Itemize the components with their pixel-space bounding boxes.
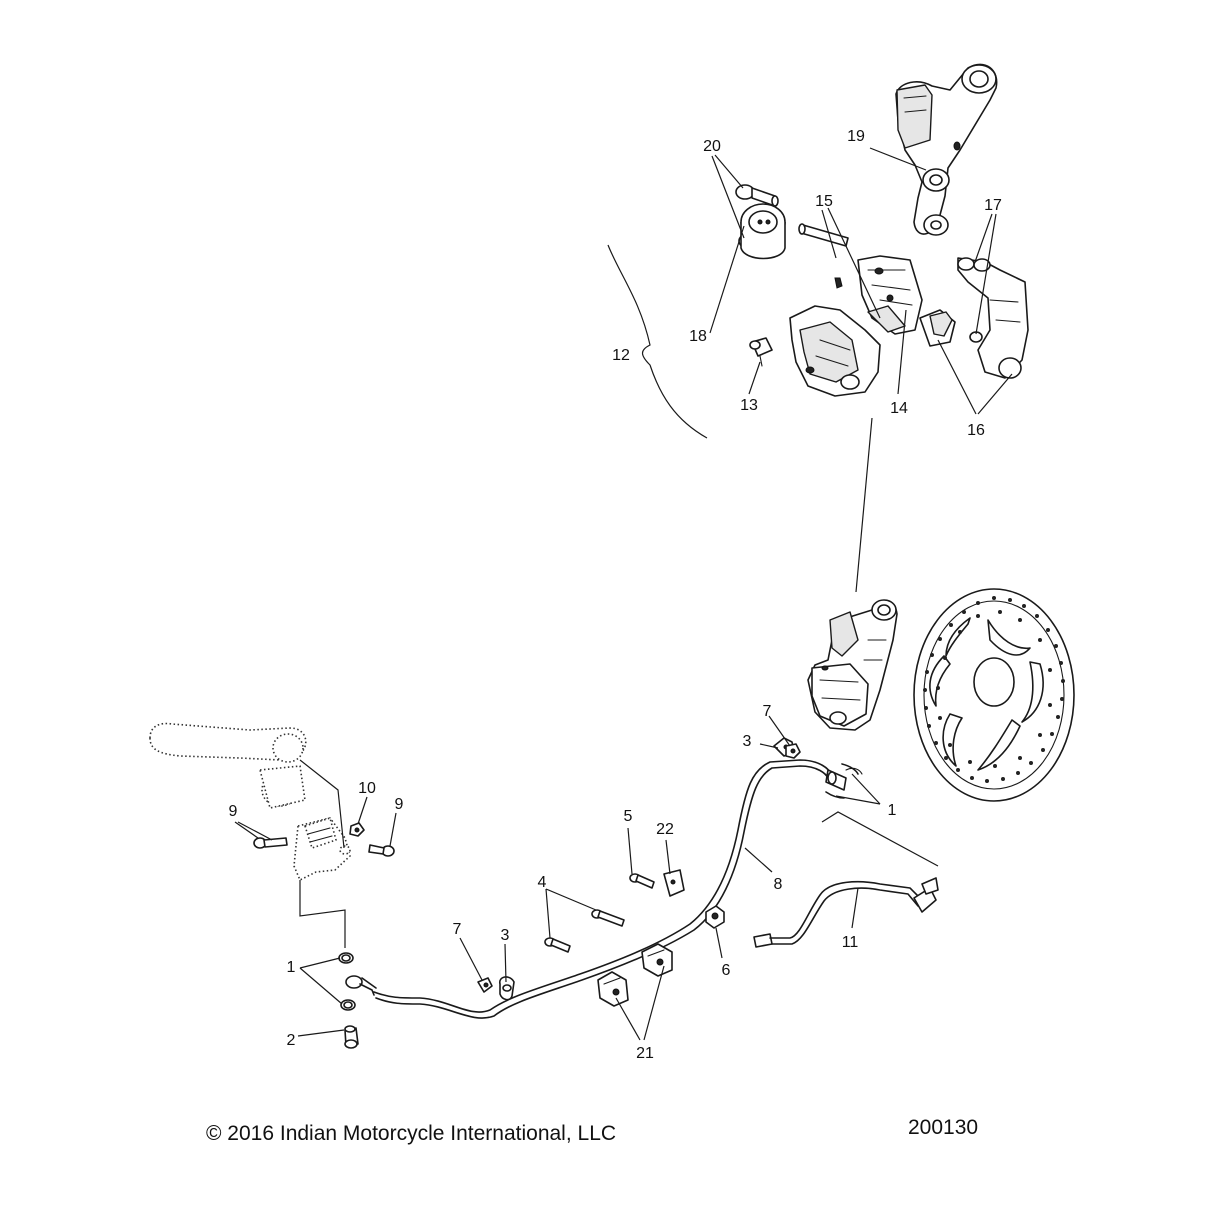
callout-6: 6	[722, 962, 731, 979]
drawing-number: 200130	[908, 1116, 979, 1139]
crush-washer-part-1-upper	[338, 952, 354, 964]
cylinder-to-hose-line	[299, 880, 346, 948]
caliper-assembly-lower	[807, 599, 898, 731]
callout-15: 15	[815, 193, 833, 210]
pedal-link-line	[299, 759, 345, 849]
sensor-connector-bracket	[821, 811, 939, 867]
callout-22: 22	[656, 821, 674, 838]
callout-8: 8	[774, 876, 783, 893]
crush-washer-part-1-upper-right	[841, 763, 859, 775]
callout-2: 2	[287, 1032, 296, 1049]
callout-5: 5	[624, 808, 633, 825]
callout-17: 17	[984, 197, 1002, 214]
caliper-anchor-part-17	[957, 257, 1029, 379]
callout-1-upper: 1	[888, 802, 897, 819]
callout-3-lower: 3	[501, 927, 510, 944]
callout-21: 21	[636, 1045, 654, 1062]
clip-part-3-lower	[499, 976, 515, 1001]
nut-part-6	[705, 905, 725, 929]
callout-3-upper: 3	[743, 733, 752, 750]
callout-10: 10	[358, 780, 376, 797]
brake-pad-part-14	[857, 255, 923, 335]
callout-11: 11	[842, 934, 859, 951]
brake-pedal-dotted	[149, 722, 307, 809]
leader-lines	[234, 147, 1013, 1041]
callout-9-left: 9	[229, 803, 238, 820]
brake-pad-part-16	[919, 309, 956, 347]
alignment-line	[855, 417, 873, 593]
nut-part-10	[349, 822, 365, 837]
callout-19: 19	[847, 128, 865, 145]
caliper-piston-part-18	[740, 203, 786, 260]
callout-9-right: 9	[395, 796, 404, 813]
crush-washer-part-1-lower-right	[825, 791, 845, 799]
brake-disc	[913, 588, 1075, 802]
bolt-part-4-lower	[544, 937, 571, 953]
crush-washer-part-1-lower	[340, 999, 356, 1011]
callout-4: 4	[538, 874, 547, 891]
callout-18: 18	[689, 328, 707, 345]
callout-20: 20	[703, 138, 721, 155]
callout-16: 16	[967, 422, 985, 439]
hose-bracket-part-22	[663, 869, 685, 897]
callout-13: 13	[740, 397, 758, 414]
hose-clamp-part-21-right	[641, 943, 673, 977]
hose-clamp-part-21-left	[597, 971, 629, 1007]
callout-7-upper: 7	[763, 703, 772, 720]
bolt-part-7-lower	[477, 977, 493, 993]
nut-part-7-upper	[785, 743, 801, 759]
group-brace-part-12	[607, 244, 708, 439]
callout-labels: 20 19 15 17 18 12 13 14 16 7 3 1 10 9 9 …	[229, 128, 1002, 1062]
master-cylinder-dotted	[293, 817, 351, 881]
caliper-body-upper	[789, 305, 881, 397]
bolt-part-9-right	[368, 844, 395, 857]
copyright-notice: © 2016 Indian Motorcycle International, …	[206, 1122, 617, 1145]
caliper-bracket-part-19	[895, 63, 998, 236]
bolt-part-4-upper	[591, 909, 625, 927]
callout-1-lower: 1	[287, 959, 296, 976]
callout-12: 12	[612, 347, 630, 364]
bolt-part-20-upper	[735, 184, 779, 207]
bolt-part-9-left	[253, 837, 288, 849]
callout-7-lower: 7	[453, 921, 462, 938]
bleeder-screw-part-13	[749, 337, 773, 367]
banjo-bolt-part-2	[344, 1025, 359, 1049]
callout-14: 14	[890, 400, 908, 417]
bolt-part-5	[629, 873, 655, 889]
abs-sensor-cable-part-11	[753, 877, 939, 948]
